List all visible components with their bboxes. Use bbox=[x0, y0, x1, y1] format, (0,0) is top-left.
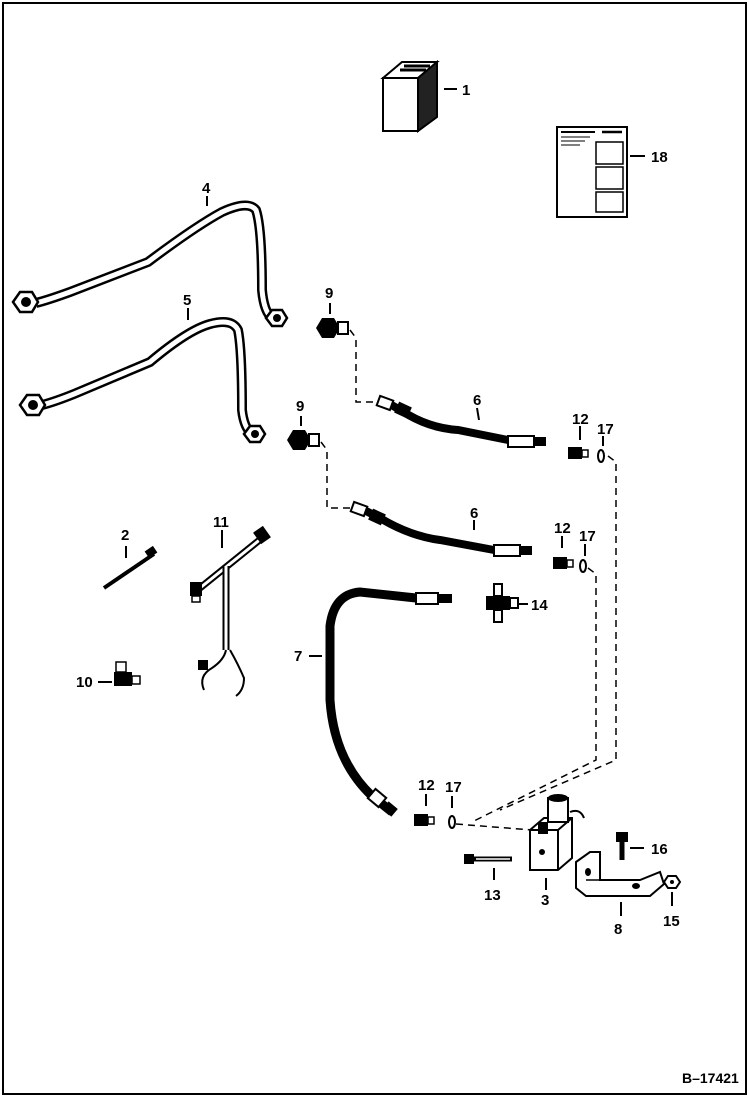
callout-17-lower: 17 bbox=[579, 528, 596, 545]
part-7-hose bbox=[309, 587, 452, 817]
part-16-capscrew bbox=[616, 832, 644, 860]
callout-2: 2 bbox=[121, 527, 129, 544]
callout-11: 11 bbox=[213, 514, 229, 531]
part-3-valve bbox=[529, 794, 585, 890]
part-17-oring-upper bbox=[597, 436, 605, 463]
part-11-harness bbox=[190, 525, 271, 697]
callout-6-lower: 6 bbox=[470, 505, 478, 522]
part-9-adapter-upper bbox=[316, 303, 349, 338]
callout-1: 1 bbox=[462, 82, 470, 99]
callout-4: 4 bbox=[202, 180, 211, 197]
part-18-sheet bbox=[556, 126, 645, 218]
part-12-fitting-upper bbox=[568, 426, 589, 459]
part-6-hose-lower bbox=[349, 500, 532, 557]
callout-17-valve: 17 bbox=[445, 779, 462, 796]
callout-15: 15 bbox=[663, 913, 680, 930]
callout-5: 5 bbox=[183, 292, 191, 309]
callout-9-lower: 9 bbox=[296, 398, 304, 415]
part-13-bolt bbox=[464, 854, 512, 880]
callout-17-upper: 17 bbox=[597, 421, 614, 438]
part-12-fitting-valve bbox=[414, 794, 435, 826]
part-10-elbow bbox=[98, 661, 141, 686]
callout-16: 16 bbox=[651, 841, 668, 858]
part-12-fitting-lower bbox=[553, 536, 574, 569]
part-17-oring-lower bbox=[579, 544, 587, 573]
part-8-bracket bbox=[575, 851, 666, 916]
figure-reference: B–17421 bbox=[682, 1070, 739, 1086]
part-5-tube bbox=[18, 308, 267, 444]
callout-12-valve: 12 bbox=[418, 777, 435, 794]
callout-14: 14 bbox=[531, 597, 548, 614]
part-17-oring-valve bbox=[448, 796, 456, 829]
callout-18: 18 bbox=[651, 149, 668, 166]
part-9-adapter-lower bbox=[287, 416, 320, 450]
callout-3: 3 bbox=[541, 892, 549, 909]
part-6-hose-upper bbox=[375, 394, 546, 448]
part-1-packet bbox=[380, 59, 457, 133]
part-2-cable-tie bbox=[102, 545, 158, 591]
callout-6-upper: 6 bbox=[473, 392, 481, 409]
assembly-dashed-lines bbox=[320, 329, 617, 831]
callout-10: 10 bbox=[76, 674, 93, 691]
callout-labels: 1 18 4 5 9 9 6 6 12 17 12 17 2 11 14 7 1… bbox=[76, 82, 680, 938]
part-14-tee bbox=[486, 583, 528, 623]
callout-12-lower: 12 bbox=[554, 520, 571, 537]
part-4-tube bbox=[11, 196, 289, 328]
callout-12-upper: 12 bbox=[572, 411, 589, 428]
callout-7: 7 bbox=[294, 648, 302, 665]
callout-8: 8 bbox=[614, 921, 622, 938]
callout-13: 13 bbox=[484, 887, 501, 904]
callout-9-upper: 9 bbox=[325, 285, 333, 302]
part-15-nut bbox=[662, 875, 682, 906]
